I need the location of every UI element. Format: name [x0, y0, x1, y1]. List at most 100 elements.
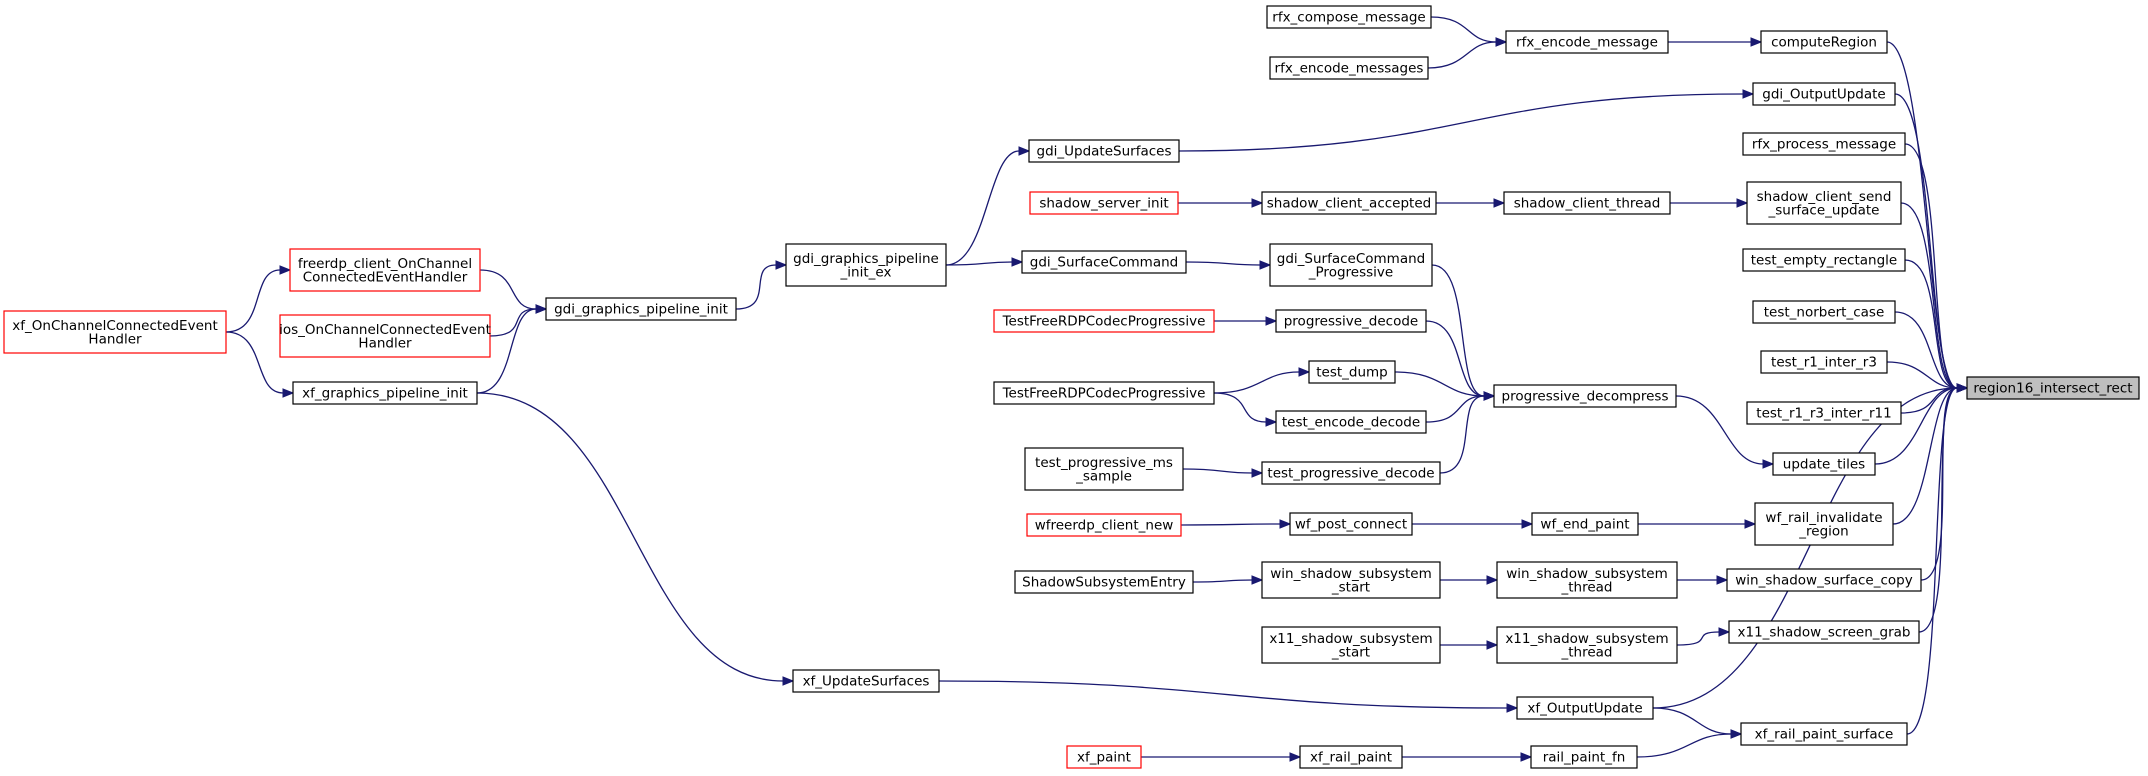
edge-line [225, 331, 284, 394]
node-box [1308, 360, 1396, 384]
node-gdi_OutputUpdate[interactable]: gdi_OutputUpdate [1752, 82, 1896, 106]
node-shadow_server_init[interactable]: shadow_server_init [1029, 191, 1179, 215]
node-gdi_graphics_pipeline_init[interactable]: gdi_graphics_pipeline_init [545, 297, 737, 321]
node-gdi_UpdateSurfaces[interactable]: gdi_UpdateSurfaces [1028, 139, 1180, 163]
edge-test_progressive_decode-to-progressive_decompress [1439, 391, 1496, 474]
edge-line [1900, 202, 1958, 389]
edge-gdi_SurfaceCommand-to-gdi_SurfaceCommand_Progressive [1185, 260, 1272, 270]
edge-line [1904, 143, 1958, 389]
edge-shadow_client_thread-to-shadow_client_send_surface_update [1670, 198, 1749, 208]
edge-wfreerdp_client_new-to-wf_post_connect [1180, 519, 1292, 529]
node-progressive_decode[interactable]: progressive_decode [1275, 309, 1427, 333]
node-rfx_compose_message[interactable]: rfx_compose_message [1266, 5, 1432, 29]
node-box [1742, 132, 1906, 156]
node-x11_shadow_screen_grab[interactable]: x11_shadow_screen_grab [1728, 620, 1920, 644]
node-update_tiles[interactable]: update_tiles [1772, 452, 1876, 476]
node-test_r1_inter_r3[interactable]: test_r1_inter_r3 [1760, 350, 1888, 374]
node-box [1728, 620, 1920, 644]
node-box [785, 243, 947, 287]
edge-line [1874, 387, 1958, 465]
node-box [289, 248, 481, 292]
node-rfx_process_message[interactable]: rfx_process_message [1742, 132, 1906, 156]
node-rfx_encode_messages[interactable]: rfx_encode_messages [1269, 56, 1429, 80]
node-label: xf_OnChannelConnectedEvent [12, 318, 217, 334]
arrowhead [1742, 89, 1755, 99]
node-TestFreeRDPCodecProgressive[interactable]: TestFreeRDPCodecProgressive [993, 381, 1215, 405]
node-region16_intersect_rect[interactable]: region16_intersect_rect [1966, 376, 2140, 400]
node-win_shadow_surface_copy[interactable]: win_shadow_surface_copy [1726, 568, 1922, 592]
node-rail_paint_fn[interactable]: rail_paint_fn [1530, 745, 1638, 769]
edge-line [1213, 371, 1300, 394]
node-shadow_client_thread[interactable]: shadow_client_thread [1503, 191, 1671, 215]
node-label: TestFreeRDPCodecProgressive [1002, 386, 1206, 402]
node-shadow_client_send_surface_update[interactable]: shadow_client_send_surface_update [1746, 181, 1902, 225]
edge-xf_OutputUpdate-to-region16_intersect_rect [1652, 383, 1969, 709]
node-test_norbert_case[interactable]: test_norbert_case [1752, 300, 1896, 324]
node-test_progressive_ms_sample[interactable]: test_progressive_ms_sample [1024, 447, 1184, 491]
node-label: ShadowSubsystemEntry [1022, 575, 1186, 591]
edges-layer [225, 16, 1969, 762]
node-box [1754, 502, 1894, 546]
node-xf_paint[interactable]: xf_paint [1066, 745, 1142, 769]
node-label: gdi_graphics_pipeline [793, 251, 939, 267]
node-win_shadow_subsystem_thread[interactable]: win_shadow_subsystem_thread [1496, 561, 1678, 599]
node-rfx_encode_message[interactable]: rfx_encode_message [1505, 30, 1669, 54]
node-wf_end_paint[interactable]: wf_end_paint [1531, 512, 1639, 536]
node-wfreerdp_client_new[interactable]: wfreerdp_client_new [1026, 513, 1182, 537]
node-label: win_shadow_subsystem [1506, 566, 1668, 582]
node-test_dump[interactable]: test_dump [1308, 360, 1396, 384]
node-x11_shadow_subsystem_start[interactable]: x11_shadow_subsystem_start [1261, 626, 1441, 664]
node-label: wf_rail_invalidate [1765, 510, 1882, 526]
node-gdi_SurfaceCommand[interactable]: gdi_SurfaceCommand [1021, 250, 1187, 274]
arrowhead [1279, 519, 1292, 529]
node-box [1021, 250, 1187, 274]
edge-line [1427, 41, 1497, 69]
node-progressive_decompress[interactable]: progressive_decompress [1493, 384, 1677, 408]
node-win_shadow_subsystem_start[interactable]: win_shadow_subsystem_start [1261, 561, 1441, 599]
edge-rfx_process_message-to-region16_intersect_rect [1904, 143, 1969, 393]
node-gdi_graphics_pipeline_init_ex[interactable]: gdi_graphics_pipeline_init_ex [785, 243, 947, 287]
node-test_empty_rectangle[interactable]: test_empty_rectangle [1742, 248, 1906, 272]
node-xf_OutputUpdate[interactable]: xf_OutputUpdate [1516, 696, 1654, 720]
edge-x11_shadow_subsystem_start-to-x11_shadow_subsystem_thread [1440, 640, 1499, 650]
node-test_progressive_decode[interactable]: test_progressive_decode [1261, 461, 1441, 485]
arrowhead [1521, 519, 1534, 529]
node-gdi_SurfaceCommand_Progressive[interactable]: gdi_SurfaceCommand_Progressive [1269, 243, 1433, 287]
edge-xf_graphics_pipeline_init-to-gdi_graphics_pipeline_init [476, 304, 548, 394]
edge-line [1425, 320, 1485, 397]
node-box [1772, 452, 1876, 476]
node-label: update_tiles [1783, 457, 1865, 473]
node-box [1261, 461, 1441, 485]
arrowhead [1251, 575, 1264, 585]
node-xf_rail_paint[interactable]: xf_rail_paint [1299, 745, 1403, 769]
node-box [1266, 5, 1432, 29]
node-box [1496, 561, 1678, 599]
node-label: gdi_OutputUpdate [1762, 87, 1885, 103]
node-freerdp_client_OnChannelConnectedEventHandler[interactable]: freerdp_client_OnChannelConnectedEventHa… [289, 248, 481, 292]
node-label: gdi_SurfaceCommand [1030, 255, 1178, 271]
node-label: test_progressive_decode [1267, 466, 1434, 482]
node-shadow_client_accepted[interactable]: shadow_client_accepted [1261, 191, 1437, 215]
edge-line [1439, 395, 1485, 474]
edge-line [938, 680, 1508, 709]
node-label: freerdp_client_OnChannel [298, 256, 472, 272]
node-TestFreeRDPCodecProgressive_red[interactable]: TestFreeRDPCodecProgressive [993, 309, 1215, 333]
edge-line [735, 264, 777, 310]
node-xf_rail_paint_surface[interactable]: xf_rail_paint_surface [1740, 722, 1908, 746]
edge-shadow_server_init-to-shadow_client_accepted [1178, 198, 1264, 208]
node-x11_shadow_subsystem_thread[interactable]: x11_shadow_subsystem_thread [1496, 626, 1678, 664]
node-xf_UpdateSurfaces[interactable]: xf_UpdateSurfaces [792, 669, 940, 693]
edge-ShadowSubsystemEntry-to-win_shadow_subsystem_start [1192, 575, 1264, 585]
node-wf_post_connect[interactable]: wf_post_connect [1289, 512, 1413, 536]
node-ShadowSubsystemEntry[interactable]: ShadowSubsystemEntry [1014, 570, 1194, 594]
node-test_encode_decode[interactable]: test_encode_decode [1275, 410, 1427, 434]
node-test_r1_r3_inter_r11[interactable]: test_r1_r3_inter_r11 [1746, 401, 1902, 425]
node-xf_graphics_pipeline_init[interactable]: xf_graphics_pipeline_init [292, 381, 478, 405]
node-computeRegion[interactable]: computeRegion [1760, 30, 1888, 54]
node-wf_rail_invalidate_region[interactable]: wf_rail_invalidate_region [1754, 502, 1894, 546]
node-box [279, 314, 491, 358]
node-box [1493, 384, 1677, 408]
edge-xf_rail_paint_surface-to-region16_intersect_rect [1906, 383, 1969, 735]
